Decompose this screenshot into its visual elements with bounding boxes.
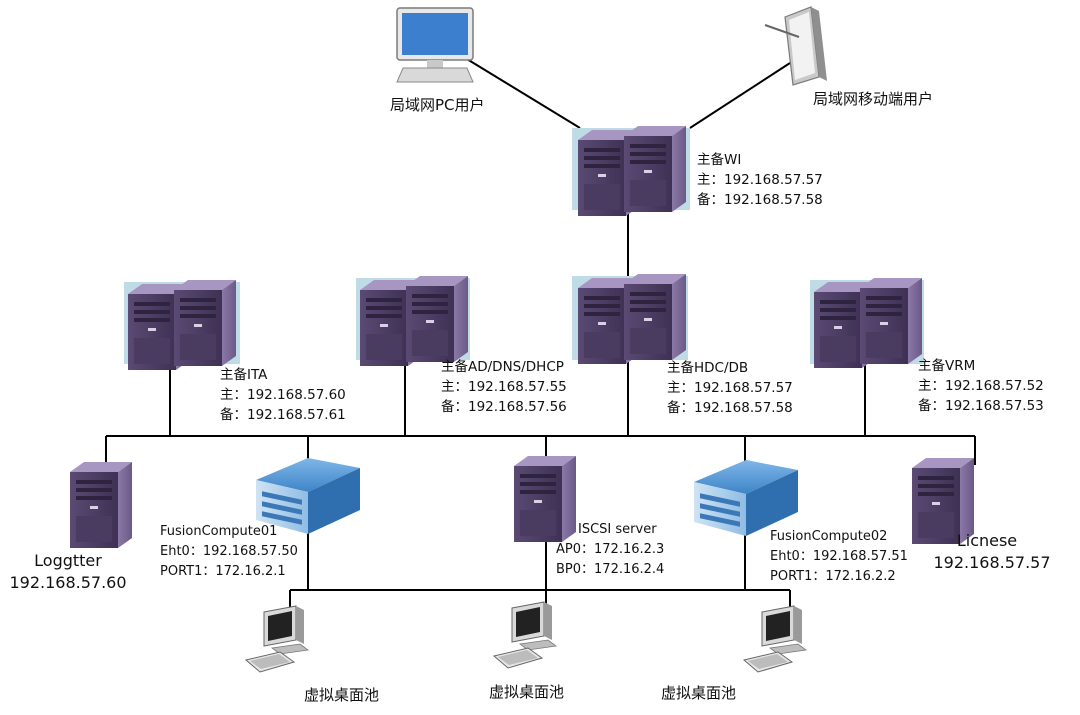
ita-label: 主备ITA 主：192.168.57.60 备：192.168.57.61 xyxy=(220,365,346,425)
loggtter-name: Loggtter xyxy=(34,551,102,570)
vrm-title: 主备VRM xyxy=(918,358,976,374)
ad-dns-dhcp-server-pair xyxy=(356,276,470,366)
iscsi-name: ISCSI server xyxy=(578,522,657,537)
ita-backup-ip: 备：192.168.57.61 xyxy=(220,407,346,423)
hdc-title: 主备HDC/DB xyxy=(667,360,749,376)
loggtter-label: Loggtter 192.168.57.60 xyxy=(8,550,128,594)
mobile-user-label: 局域网移动端用户 xyxy=(813,90,934,108)
licnese-ip: 192.168.57.57 xyxy=(933,553,1051,572)
licnese-label: Licnese 192.168.57.57 xyxy=(930,530,1054,574)
desktop-pool-label: 虚拟桌面池 xyxy=(661,684,737,702)
wi-title: 主备WI xyxy=(697,152,742,168)
vrm-primary-ip: 主：192.168.57.52 xyxy=(918,378,1044,394)
desktop-pool-client-icon xyxy=(743,605,807,673)
iscsi-label: ISCSI server AP0：172.16.2.3 BP0：172.16.2… xyxy=(556,520,664,580)
wi-server-pair xyxy=(572,126,690,216)
fc02-name: FusionCompute02 xyxy=(770,529,888,544)
iscsi-bp0: BP0：172.16.2.4 xyxy=(556,562,665,577)
licnese-name: Licnese xyxy=(956,531,1018,550)
fc01-name: FusionCompute01 xyxy=(160,524,278,539)
fc01-port: PORT1：172.16.2.1 xyxy=(160,564,286,579)
fc01-eth: Eht0：192.168.57.50 xyxy=(160,544,298,559)
fc02-port: PORT1：172.16.2.2 xyxy=(770,569,896,584)
hdc-primary-ip: 主：192.168.57.57 xyxy=(667,380,793,396)
ad-title: 主备AD/DNS/DHCP xyxy=(441,359,564,375)
fc02-eth: Eht0：192.168.57.51 xyxy=(770,549,908,564)
loggtter-server-icon xyxy=(70,462,132,548)
ad-primary-ip: 主：192.168.57.55 xyxy=(441,379,567,395)
pc-user-monitor-icon xyxy=(396,7,474,83)
vrm-backup-ip: 备：192.168.57.53 xyxy=(918,398,1044,414)
fusioncompute02-label: FusionCompute02 Eht0：192.168.57.51 PORT1… xyxy=(770,527,908,587)
ita-primary-ip: 主：192.168.57.60 xyxy=(220,387,346,403)
desktop-pool-label: 虚拟桌面池 xyxy=(304,686,380,704)
wi-backup-ip: 备：192.168.57.58 xyxy=(697,192,823,208)
ita-server-pair xyxy=(124,280,240,370)
vrm-server-pair xyxy=(810,278,924,368)
ita-title: 主备ITA xyxy=(220,367,268,383)
fusioncompute01-label: FusionCompute01 Eht0：192.168.57.50 PORT1… xyxy=(160,522,298,582)
hdc-backup-ip: 备：192.168.57.58 xyxy=(667,400,793,416)
hdc-label: 主备HDC/DB 主：192.168.57.57 备：192.168.57.58 xyxy=(667,358,793,418)
loggtter-ip: 192.168.57.60 xyxy=(9,573,127,592)
connection-lines xyxy=(105,55,976,612)
fusioncompute02-rack-icon xyxy=(694,460,798,536)
desktop-pool-label: 虚拟桌面池 xyxy=(489,683,565,701)
desktop-pool-client-icon xyxy=(493,601,557,669)
wi-primary-ip: 主：192.168.57.57 xyxy=(697,172,823,188)
iscsi-ap0: AP0：172.16.2.3 xyxy=(556,542,665,557)
pc-user-label: 局域网PC用户 xyxy=(390,96,485,114)
ad-label: 主备AD/DNS/DHCP 主：192.168.57.55 备：192.168.… xyxy=(441,357,567,417)
hdc-db-server-pair xyxy=(572,274,688,364)
desktop-pool-client-icon xyxy=(245,605,309,673)
mobile-user-tablet-icon xyxy=(764,6,827,86)
ad-backup-ip: 备：192.168.57.56 xyxy=(441,399,567,415)
vrm-label: 主备VRM 主：192.168.57.52 备：192.168.57.53 xyxy=(918,356,1044,416)
wi-label: 主备WI 主：192.168.57.57 备：192.168.57.58 xyxy=(697,150,823,210)
